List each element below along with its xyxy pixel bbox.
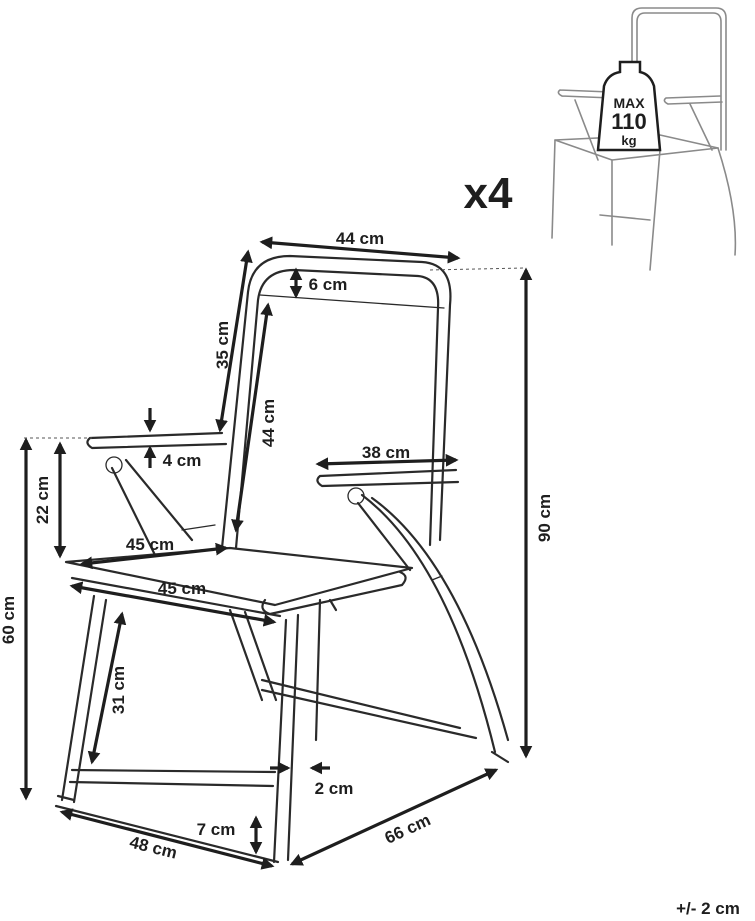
dim-arm-to-seat: 22 cm	[33, 476, 52, 524]
dim-arm-height: 60 cm	[0, 596, 18, 644]
dim-back-inner-height: 44 cm	[259, 399, 278, 447]
dim-top-width: 44 cm	[336, 229, 384, 248]
dim-tube-width: 2 cm	[315, 779, 354, 798]
dimension-arrows	[19, 236, 533, 870]
dim-base-depth: 66 cm	[382, 810, 434, 848]
weight-icon: MAX 110 kg	[596, 60, 662, 152]
guide-lines	[24, 267, 526, 439]
max-load-label: MAX	[613, 95, 645, 111]
dim-seat-height: 31 cm	[109, 666, 128, 714]
dim-back-band: 6 cm	[309, 275, 348, 294]
thumbnail-chair	[551, 7, 737, 271]
dimension-labels: 44 cm 6 cm 35 cm 44 cm 4 cm 38 cm 22 cm …	[0, 229, 740, 918]
dim-foot-height: 7 cm	[197, 820, 236, 839]
tolerance-note: +/- 2 cm	[676, 899, 740, 918]
dim-back-outer-height: 35 cm	[213, 321, 232, 369]
dim-seat-depth: 45 cm	[126, 535, 174, 554]
max-load-unit: kg	[621, 133, 636, 148]
quantity-label: x4	[464, 169, 513, 218]
max-load-value: 110	[611, 109, 647, 134]
dim-armrest-length: 38 cm	[362, 443, 410, 462]
dim-seat-width: 45 cm	[158, 579, 206, 598]
dim-base-width: 48 cm	[128, 833, 179, 863]
dim-armrest-thickness: 4 cm	[163, 451, 202, 470]
dim-total-height: 90 cm	[535, 494, 554, 542]
